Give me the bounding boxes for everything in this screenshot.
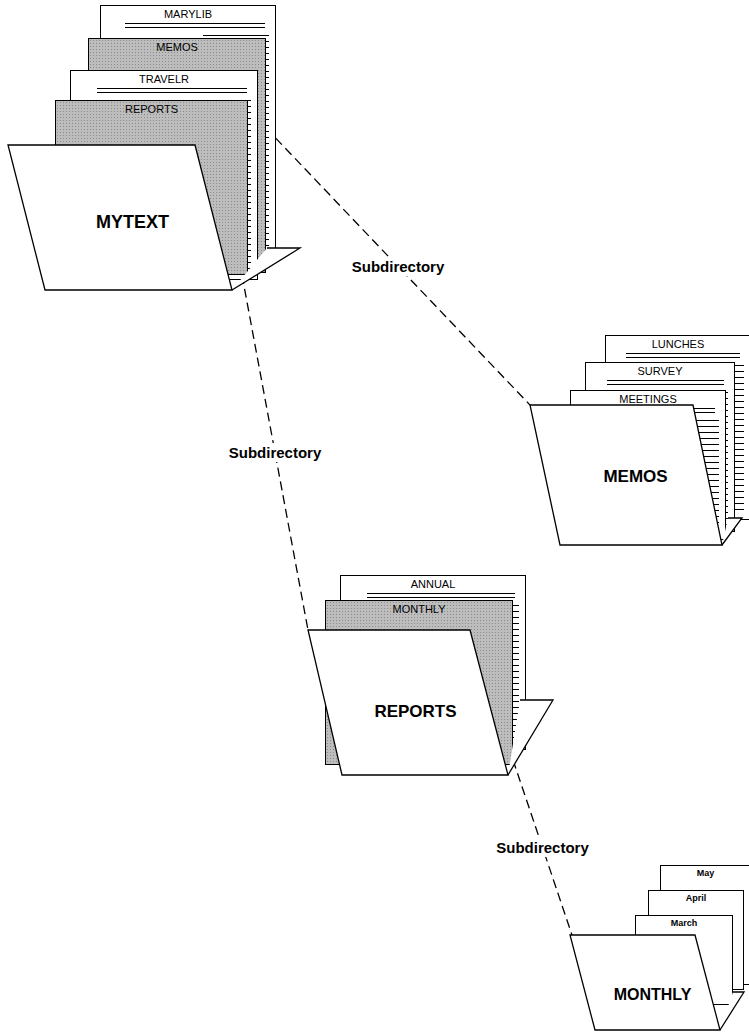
folder-name: REPORTS [343, 682, 488, 742]
folder-front [305, 572, 555, 778]
folder-back-flap [720, 992, 744, 1030]
folder-cover [530, 405, 722, 545]
header-rule [626, 353, 740, 358]
folder-cover [8, 145, 232, 290]
folder-cover [570, 935, 720, 1030]
folder-front [568, 862, 745, 1032]
folder: MARYLIB MEMOS TRAVELR REPORTS MYTEXT [5, 2, 303, 294]
file-name: MONTHLY [326, 601, 512, 617]
link-label: Subdirectory [226, 443, 325, 462]
file-name: April [649, 891, 743, 905]
folder: ANNUAL MONTHLY REPORTS [305, 572, 555, 778]
folder-cover [308, 630, 508, 775]
folder: LUNCHESSURVEYMEETINGSMEMOS [528, 332, 745, 548]
folder-name: MYTEXT [45, 187, 220, 257]
file-name: May [661, 866, 749, 880]
link-label: Subdirectory [493, 838, 592, 857]
file-name: March [636, 916, 732, 930]
file-name: MARYLIB [101, 6, 275, 22]
file-name: LUNCHES [606, 336, 749, 352]
folder-back-flap [508, 700, 553, 775]
header-rule [367, 593, 515, 598]
subdirectory-link [266, 128, 530, 405]
header-rule [607, 380, 724, 385]
folder-back-flap [232, 248, 300, 290]
header-rule [97, 88, 247, 93]
folder-name: MEMOS [563, 447, 708, 507]
file-name: TRAVELR [71, 71, 257, 87]
file-name: MEMOS [89, 39, 265, 55]
folder-front [528, 332, 745, 548]
folder-front [5, 2, 303, 294]
folder: MayAprilMarchMONTHLY [568, 862, 745, 1032]
folder-back-flap [722, 518, 742, 545]
file-name: ANNUAL [341, 576, 525, 592]
file-name: REPORTS [56, 101, 247, 117]
link-label: Subdirectory [349, 257, 448, 276]
file-name: SURVEY [586, 363, 734, 379]
header-rule [125, 23, 265, 28]
folder-name: MONTHLY [590, 972, 715, 1017]
